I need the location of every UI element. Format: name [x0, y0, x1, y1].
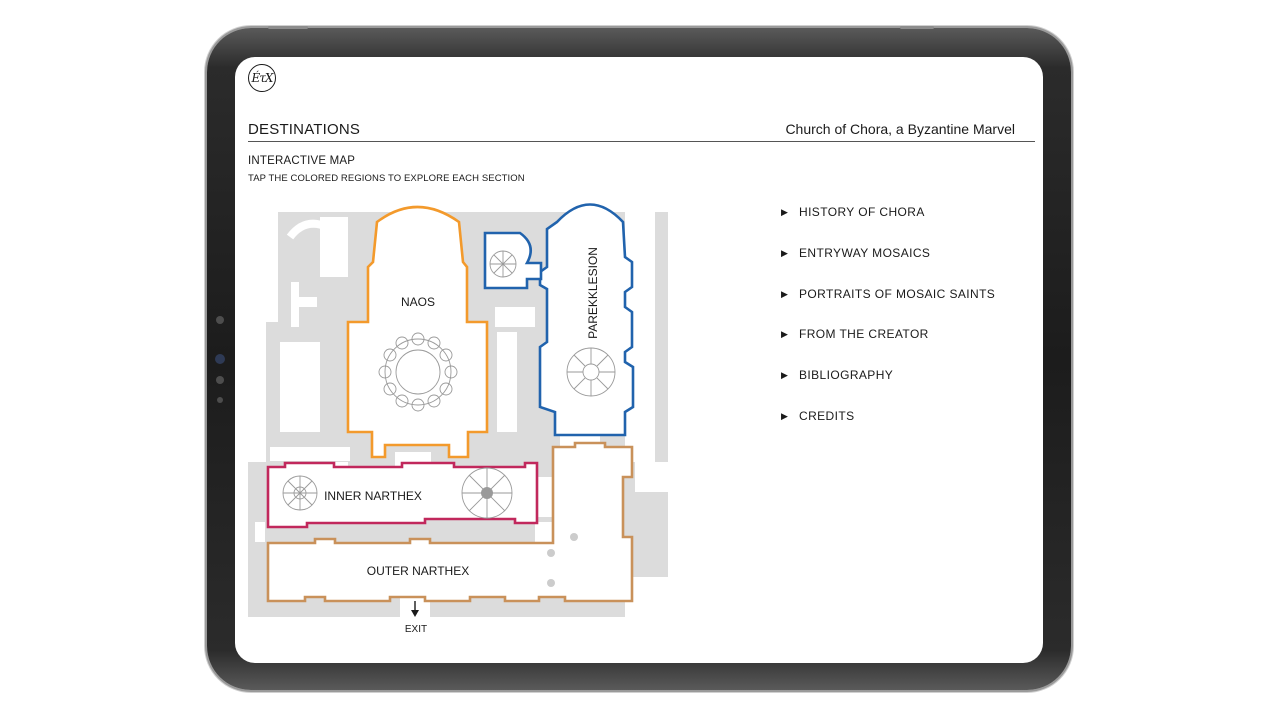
menu-item-history[interactable]: ▶ HISTORY OF CHORA	[781, 205, 995, 246]
naos-dome-icon	[378, 332, 458, 412]
column-markers	[547, 533, 578, 587]
exit-marker[interactable]: EXIT	[405, 601, 427, 635]
outer-narthex-outline[interactable]	[266, 441, 634, 603]
inner-narthex-dome-left-icon	[282, 475, 318, 511]
chapel-dome-icon	[489, 250, 517, 278]
menu-item-credits[interactable]: ▶ CREDITS	[781, 409, 995, 450]
triangle-right-icon: ▶	[781, 207, 788, 217]
menu-item-portraits[interactable]: ▶ PORTRAITS OF MOSAIC SAINTS	[781, 287, 995, 328]
map-title: INTERACTIVE MAP	[248, 155, 356, 167]
page-title: Church of Chora, a Byzantine Marvel	[785, 121, 1015, 137]
interactive-floor-map: NAOS PAREKKLESION	[248, 203, 668, 635]
exit-arrowhead-icon	[411, 610, 419, 617]
triangle-right-icon: ▶	[781, 247, 788, 258]
destinations-menu: ▶ HISTORY OF CHORA ▶ ENTRYWAY MOSAICS ▶ …	[781, 205, 995, 450]
menu-item-label: FROM THE CREATOR	[799, 327, 929, 342]
menu-item-entryway-mosaics[interactable]: ▶ ENTRYWAY MOSAICS	[781, 246, 995, 287]
outer-narthex-label: OUTER NARTHEX	[367, 564, 469, 578]
inner-narthex-label: INNER NARTHEX	[324, 489, 422, 503]
menu-item-label: PORTRAITS OF MOSAIC SAINTS	[799, 286, 996, 301]
tablet-button	[268, 26, 308, 29]
menu-item-bibliography[interactable]: ▶ BIBLIOGRAPHY	[781, 368, 995, 409]
parekklesion-dome-icon	[566, 347, 616, 397]
map-subtitle: TAP THE COLORED REGIONS TO EXPLORE EACH …	[248, 173, 525, 184]
menu-item-label: HISTORY OF CHORA	[799, 205, 925, 219]
region-outer-narthex[interactable]: OUTER NARTHEX	[266, 441, 634, 603]
app-screen: ÉτX DESTINATIONS Church of Chora, a Byza…	[235, 57, 1043, 663]
tablet-sensor	[216, 316, 224, 324]
tablet-sensor	[217, 397, 223, 403]
parekklesion-outline[interactable]	[538, 203, 635, 437]
region-naos[interactable]: NAOS	[346, 205, 489, 459]
triangle-right-icon: ▶	[781, 288, 788, 299]
menu-item-label: ENTRYWAY MOSAICS	[799, 245, 931, 260]
region-parekklesion[interactable]: PAREKKLESION	[483, 203, 635, 437]
tablet-camera	[215, 354, 225, 364]
floor-plan-outline	[286, 219, 329, 327]
parekklesion-chapel-outline[interactable]	[483, 231, 543, 290]
triangle-right-icon: ▶	[781, 370, 788, 381]
triangle-right-icon: ▶	[781, 410, 788, 421]
exit-label: EXIT	[405, 624, 427, 635]
tablet-sensor	[216, 376, 224, 384]
app-logo[interactable]: ÉτX	[248, 64, 276, 92]
triangle-right-icon: ▶	[781, 329, 788, 340]
parekklesion-label: PAREKKLESION	[586, 247, 600, 339]
floor-plan-gaps	[248, 212, 668, 617]
region-inner-narthex[interactable]: INNER NARTHEX	[266, 461, 539, 529]
menu-item-label: CREDITS	[799, 408, 855, 423]
inner-narthex-dome-right-icon	[461, 467, 513, 519]
naos-outline[interactable]	[346, 205, 489, 459]
section-title: DESTINATIONS	[248, 121, 361, 138]
header-divider	[248, 141, 1035, 142]
menu-item-from-creator[interactable]: ▶ FROM THE CREATOR	[781, 327, 995, 368]
naos-label: NAOS	[401, 295, 435, 309]
tablet-button	[900, 26, 934, 29]
menu-item-label: BIBLIOGRAPHY	[799, 368, 894, 383]
